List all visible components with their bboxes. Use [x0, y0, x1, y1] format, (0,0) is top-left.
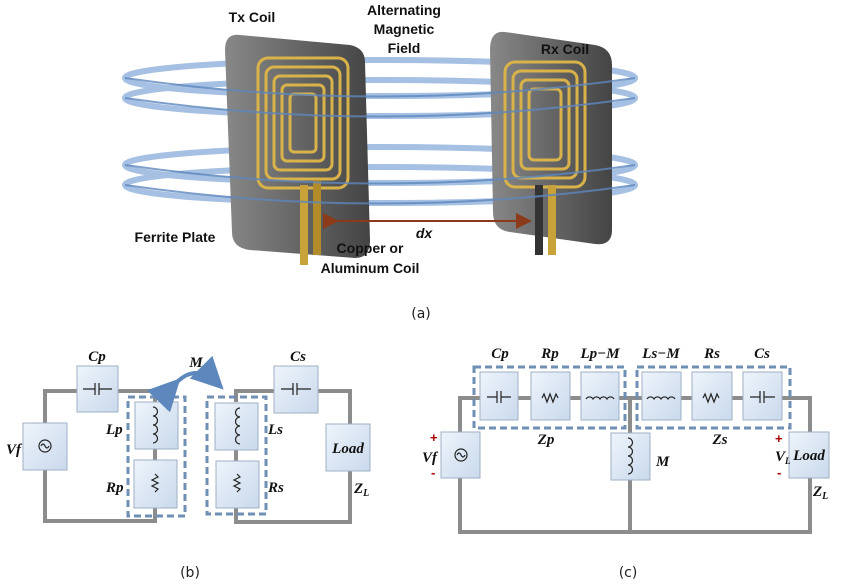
- c-vl-minus: -: [777, 465, 781, 480]
- rs-resistor: [215, 460, 260, 509]
- c-ls-m-label: Ls−M: [641, 346, 680, 362]
- c-vf-source: [440, 431, 481, 479]
- c-rs-resistor: [691, 371, 733, 421]
- b-zl-label: ZL: [353, 481, 369, 499]
- field-loops-front: [124, 77, 636, 205]
- c-zl-label: ZL: [812, 484, 828, 502]
- c-lp-m-inductor: [580, 371, 620, 421]
- zp-dashed-group: [472, 365, 627, 430]
- c-m-inductor: [610, 432, 651, 481]
- c-ls-m-inductor: [641, 371, 682, 421]
- c-vl-plus: +: [775, 431, 783, 446]
- vf-source: [22, 422, 68, 471]
- b-load-label: Load: [331, 441, 364, 457]
- b-lp-label: Lp: [105, 422, 123, 438]
- coil-label-2: Aluminum Coil: [321, 260, 420, 276]
- cs-capacitor: [273, 365, 319, 414]
- c-cp-label: Cp: [491, 346, 509, 362]
- panel-a-coils: [122, 31, 638, 265]
- cp-capacitor: [76, 365, 119, 413]
- b-m-label: M: [188, 355, 203, 371]
- field-label-3: Field: [388, 40, 421, 56]
- caption-c: (c): [619, 565, 638, 581]
- c-rp-label: Rp: [540, 346, 559, 362]
- rx-coil: [503, 60, 587, 189]
- dx-label: dx: [416, 225, 434, 241]
- c-vf-plus: +: [430, 430, 438, 445]
- b-vf-label: Vf: [6, 442, 23, 458]
- tx-lead-1: [300, 185, 308, 265]
- tx-lead-2: [313, 180, 321, 255]
- load-box-b: [325, 423, 371, 472]
- ls-inductor: [214, 402, 259, 451]
- panel-c-circuit: [440, 365, 830, 534]
- rx-coil-label: Rx Coil: [541, 41, 589, 57]
- b-ls-label: Ls: [267, 422, 283, 438]
- load-box-c: [788, 431, 830, 479]
- c-zs-label: Zs: [712, 432, 728, 448]
- coil-label-1: Copper or: [337, 240, 404, 256]
- zs-dashed-group: [635, 365, 792, 430]
- caption-b: (b): [180, 565, 200, 581]
- c-lp-m-label: Lp−M: [579, 346, 620, 362]
- b-cs-label: Cs: [290, 349, 306, 365]
- b-rs-label: Rs: [267, 480, 284, 496]
- c-cs-capacitor: [742, 371, 783, 421]
- mutual-coupling-arrow: [146, 355, 224, 413]
- c-zp-label: Zp: [537, 432, 555, 448]
- ferrite-label: Ferrite Plate: [135, 229, 216, 245]
- c-rp-resistor: [530, 371, 571, 421]
- c-vf-minus: -: [431, 465, 435, 480]
- c-load-label: Load: [792, 448, 825, 464]
- c-m-label: M: [655, 454, 670, 470]
- caption-a: (a): [411, 306, 431, 322]
- tx-coil-label: Tx Coil: [229, 9, 276, 25]
- c-cs-label: Cs: [754, 346, 770, 362]
- rx-lead-2: [548, 185, 556, 255]
- c-cp-capacitor: [479, 371, 519, 421]
- field-label-1: Alternating: [367, 2, 441, 18]
- tx-ferrite-plate: [225, 34, 370, 265]
- field-label-2: Magnetic: [374, 21, 435, 37]
- rx-lead-1: [535, 185, 543, 255]
- c-vf-label: Vf: [422, 450, 439, 466]
- lp-inductor: [134, 401, 179, 450]
- rp-resistor: [133, 459, 178, 509]
- panel-b-circuit: [22, 355, 371, 524]
- b-rp-label: Rp: [105, 480, 124, 496]
- b-cp-label: Cp: [88, 349, 106, 365]
- c-vl-label: VL: [775, 449, 791, 466]
- c-rs-label: Rs: [703, 346, 720, 362]
